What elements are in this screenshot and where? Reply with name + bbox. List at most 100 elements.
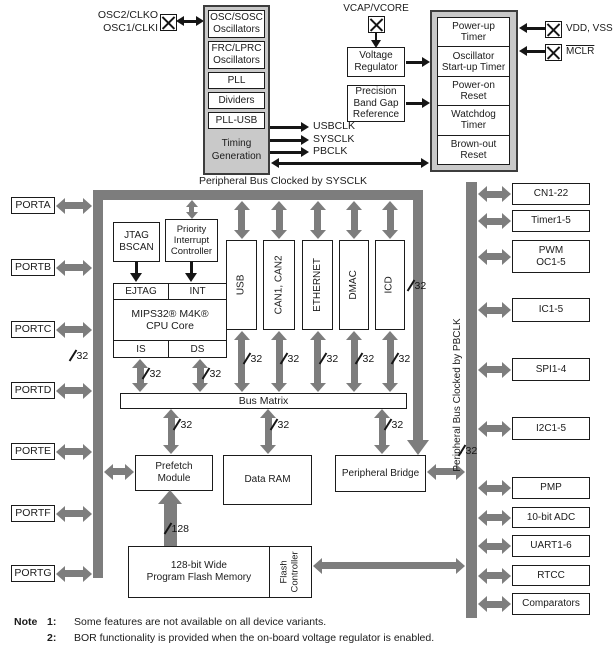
data-ram-box: Data RAM <box>223 455 312 505</box>
note2-text: BOR functionality is provided when the o… <box>74 632 435 644</box>
power-up-timer-box: Power-up Timer <box>438 18 509 48</box>
vcap-pin-icon <box>368 16 385 33</box>
ethernet-label: ETHERNET <box>311 258 323 312</box>
adc-arrow <box>478 509 511 526</box>
usb-box: USB <box>226 240 257 330</box>
portg-bus-arrow <box>56 565 92 582</box>
vdd-vss-label: VDD, VSS <box>566 23 613 34</box>
power-on-reset-box: Power-on Reset <box>438 77 509 107</box>
dmac-label: DMAC <box>348 270 360 300</box>
usbclk-label: USBCLK <box>313 120 356 132</box>
ic-box: IC1-5 <box>512 298 590 322</box>
usb-bus-width: 32 <box>242 352 262 365</box>
brown-out-reset-box: Brown-out Reset <box>450 138 497 161</box>
is-matrix-arrow <box>132 359 148 392</box>
mclr-label: MCLR <box>566 46 595 57</box>
dataram-bus-width-value: 32 <box>277 418 290 431</box>
portb-box: PORTB <box>11 259 55 276</box>
pwm-oc-box: PWM OC1-5 <box>512 240 590 273</box>
pll-box: PLL <box>208 72 265 89</box>
timing-to-reset-arrow <box>271 158 429 167</box>
cn-arrow <box>478 186 511 202</box>
can-bus-width-value: 32 <box>287 352 300 365</box>
ethernet-bus-width-value: 32 <box>326 352 339 365</box>
descent-bus-width-value: 32 <box>414 279 427 292</box>
voltage-regulator-box: Voltage Regulator <box>347 47 405 77</box>
usbclk-arrow <box>270 122 309 131</box>
interrupt-bus-arrow <box>185 200 198 219</box>
icd-bus-width: 32 <box>390 352 411 365</box>
icd-bus-width-value: 32 <box>398 352 411 365</box>
note2-number: 2: <box>47 632 57 644</box>
portg-box: PORTG <box>11 565 55 582</box>
mclr-arrow <box>519 46 545 55</box>
mclr-pin-icon <box>545 44 562 61</box>
pbclk-bus-label: Peripheral Bus Clocked by PBCLK <box>451 318 463 472</box>
pmp-box: PMP <box>512 477 590 499</box>
timing-generation-label: Timing Generation <box>211 138 262 162</box>
portf-bus-arrow <box>56 505 92 522</box>
flash-prefetch-arrowhead <box>158 490 182 504</box>
pwm-arrow <box>478 248 511 265</box>
flash-memory-block: 128-bit Wide Program Flash Memory Flash … <box>128 546 312 598</box>
i2c-box: I2C1-5 <box>512 417 590 440</box>
cpu-core-block: EJTAG INT MIPS32® M4K® CPU Core IS DS <box>113 283 227 358</box>
bus-matrix-box: Bus Matrix <box>120 393 407 409</box>
dmac-top-arrow <box>346 201 362 239</box>
rtcc-arrow <box>478 567 511 584</box>
peripheral-bridge-box: Peripheral Bridge <box>335 455 426 492</box>
sysclk-arrow <box>270 135 309 144</box>
osc-bidir-arrow <box>176 16 204 26</box>
mips-core-label: MIPS32® M4K® CPU Core <box>131 308 209 332</box>
vcap-pin-label: VCAP/VCORE <box>343 3 409 14</box>
flash-bus-width-value: 128 <box>171 522 190 535</box>
can-matrix-arrow <box>271 331 287 392</box>
dmac-bus-width-value: 32 <box>362 352 375 365</box>
port-bus-width: 32 <box>68 349 89 362</box>
vcap-down-arrow <box>371 32 380 48</box>
portc-bus-arrow <box>56 321 92 338</box>
uart-box: UART1-6 <box>512 535 590 557</box>
descent-bus-width: 32 <box>406 279 427 292</box>
portf-box: PORTF <box>11 505 55 522</box>
usb-top-arrow <box>233 201 250 239</box>
can-bus-width: 32 <box>279 352 300 365</box>
matrix-prefetch-arrow <box>163 409 179 454</box>
dmac-box: DMAC <box>339 240 369 330</box>
note1-number: 1: <box>47 616 57 628</box>
pbclk-arrow <box>270 147 309 156</box>
program-flash-label: 128-bit Wide Program Flash Memory <box>146 560 252 583</box>
ds-bus-width: 32 <box>201 367 221 380</box>
port-bus-width-value: 32 <box>76 349 89 362</box>
dmac-matrix-arrow <box>346 331 362 392</box>
ds-matrix-arrow <box>192 359 208 392</box>
uart-arrow <box>478 538 511 554</box>
prefetch-bus-width: 32 <box>172 418 193 431</box>
port-bus-vertical <box>93 190 103 578</box>
watchdog-timer-box: Watchdog Timer <box>438 106 509 136</box>
sysclk-bus-descent <box>413 190 423 440</box>
icd-matrix-arrow <box>382 331 398 392</box>
bridge-bus-width-value: 32 <box>391 418 404 431</box>
bridge-bus-width: 32 <box>383 418 404 431</box>
band-gap-box: Precision Band Gap Reference <box>347 85 405 122</box>
portd-bus-arrow <box>56 382 92 399</box>
ic-arrow <box>478 302 511 318</box>
flash-bus-width: 128 <box>163 522 190 535</box>
matrix-bridge-arrow <box>374 409 390 454</box>
prefetch-bus-width-value: 32 <box>180 418 193 431</box>
note-heading: Note <box>14 616 38 628</box>
osc-pin-icon <box>160 14 177 31</box>
is-cell: IS <box>114 341 169 357</box>
comparators-arrow <box>478 596 511 612</box>
usb-matrix-arrow <box>233 331 250 392</box>
osc1-clki-label: OSC1/CLKI <box>103 22 158 35</box>
flash-controller-label: Flash Controller <box>278 551 301 593</box>
icd-box: ICD <box>375 240 405 330</box>
ethernet-bus-width: 32 <box>318 352 339 365</box>
ethernet-box: ETHERNET <box>302 240 333 330</box>
matrix-dataram-arrow <box>260 409 276 454</box>
icd-top-arrow <box>382 201 398 239</box>
